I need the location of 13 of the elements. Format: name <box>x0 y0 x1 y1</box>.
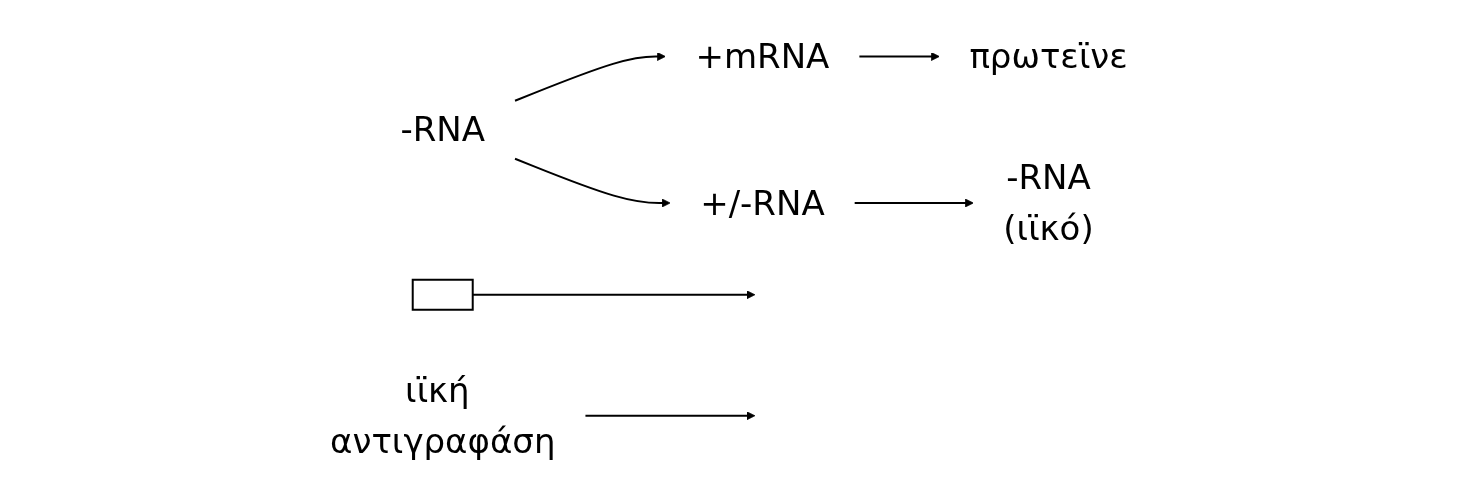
arrow <box>514 52 667 102</box>
node-text: +mRNA <box>695 36 830 77</box>
node-text: -RNA <box>400 109 486 150</box>
node-text: ιϊκή αντιγραφάση <box>330 369 556 461</box>
node-box <box>411 278 474 311</box>
arrow <box>858 52 940 62</box>
arrow <box>514 157 671 208</box>
node-text: πρωτεϊνε <box>969 36 1128 77</box>
node-text: -RNA <box>1006 157 1091 198</box>
arrow <box>853 198 974 208</box>
arrow <box>584 411 756 421</box>
node-label: (ιϊκό) <box>1003 208 1094 249</box>
node-text: +/-RNA <box>700 182 825 223</box>
